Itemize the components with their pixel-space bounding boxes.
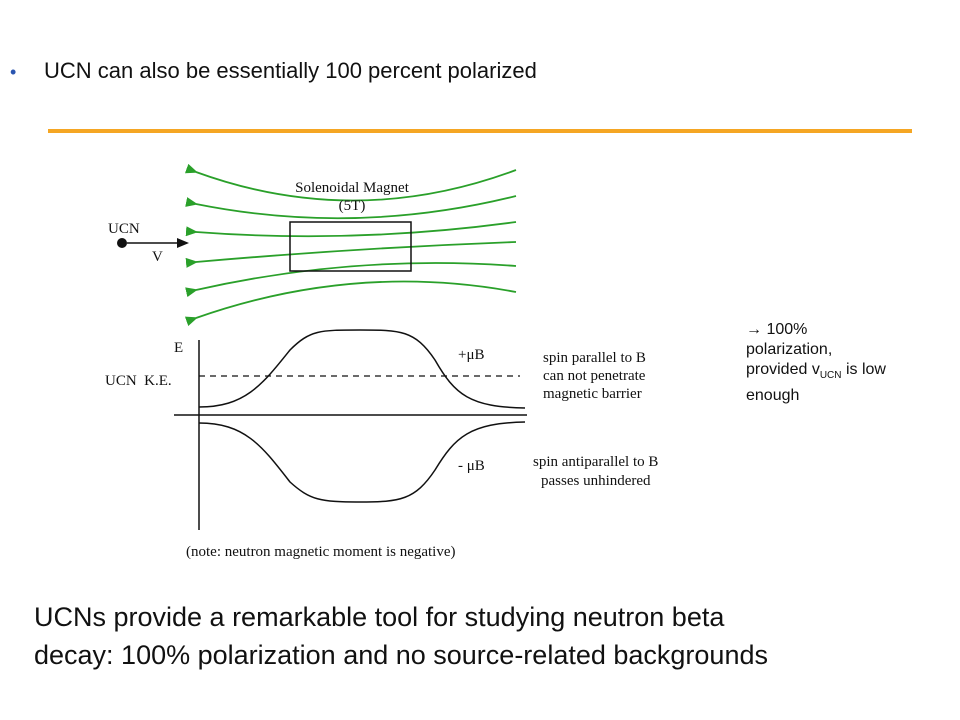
antiparallel-text-2: passes unhindered: [541, 473, 651, 489]
field-line: [196, 292, 516, 322]
minus-mu-b-label: - μB: [458, 458, 485, 474]
plus-mu-b-curve: [198, 329, 526, 409]
velocity-label: V: [152, 249, 163, 265]
diagram-note: (note: neutron magnetic moment is negati…: [186, 544, 456, 560]
conclusion-line-1: UCNs provide a remarkable tool for study…: [34, 602, 725, 632]
magnet-box: [289, 221, 412, 272]
magnet-field: (5T): [339, 198, 366, 214]
ke-label: UCN K.E.: [105, 373, 172, 389]
parallel-text-2: can not penetrate: [543, 368, 646, 384]
antiparallel-text-1: spin antiparallel to B: [533, 454, 658, 470]
note-line-3-post: is low: [841, 361, 886, 378]
ucn-label: UCN: [108, 221, 140, 237]
note-line-1: 100%: [762, 321, 808, 338]
note-line-3-pre: provided v: [746, 361, 820, 378]
polarization-note: → 100% polarization, provided vUCN is lo…: [746, 320, 946, 406]
field-line: [185, 262, 517, 298]
parallel-text-3: magnetic barrier: [543, 386, 642, 402]
note-line-3-sub: UCN: [819, 370, 842, 382]
field-lines: [184, 163, 517, 327]
magnet-title: Solenoidal Magnet: [295, 180, 410, 196]
plus-mu-b-label: +μB: [458, 347, 485, 363]
bullet-dot: •: [10, 62, 17, 82]
field-line: [185, 221, 517, 238]
field-line: [185, 195, 517, 220]
ucn-particle: [117, 238, 127, 248]
field-line: [185, 241, 517, 268]
bullet-item: • UCN can also be essentially 100 percent…: [10, 58, 537, 84]
field-line: [184, 280, 517, 327]
note-line-4: enough: [746, 387, 800, 405]
energy-axis-label: E: [174, 340, 183, 356]
bullet-text: UCN can also be essentially 100 percent …: [44, 58, 537, 83]
right-arrow-icon: →: [746, 321, 762, 338]
field-line: [184, 163, 517, 202]
conclusion-line-2: decay: 100% polarization and no source-r…: [34, 640, 768, 670]
orange-divider: [48, 129, 912, 133]
minus-mu-b-curve: [198, 421, 526, 503]
conclusion-text: UCNs provide a remarkable tool for study…: [34, 598, 934, 674]
note-line-2: polarization,: [746, 341, 833, 358]
parallel-text-1: spin parallel to B: [543, 350, 646, 366]
